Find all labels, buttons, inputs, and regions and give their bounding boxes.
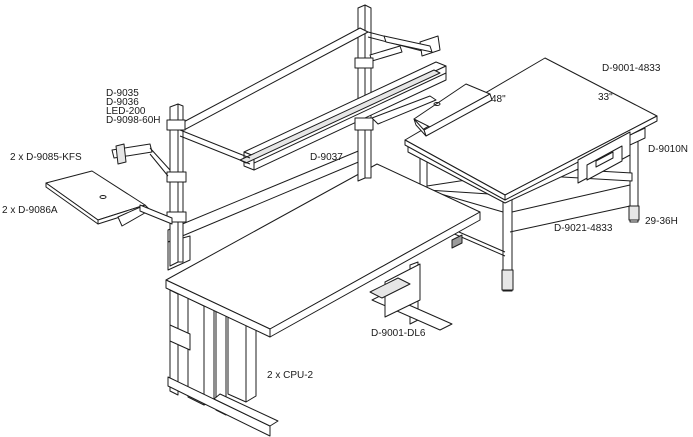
label-d9010n: D-9010N: [648, 144, 689, 155]
label-kfs: 2 x D-9085-KFS: [10, 152, 82, 163]
label-d9001-4833: D-9001-4833: [602, 63, 661, 74]
main-desk: [165, 146, 481, 437]
keyboard-tray-right-assembly: [383, 35, 493, 137]
keyboard-arm-assembly: [45, 143, 173, 227]
label-dim-48: 48": [491, 94, 506, 105]
overhead-frame: [166, 4, 447, 267]
label-d9001-dl6: D-9001-DL6: [371, 328, 426, 339]
cpu-holder-right: [227, 312, 247, 403]
label-led200: LED-200: [106, 106, 146, 117]
label-cpu2: 2 x CPU-2: [267, 370, 314, 381]
label-d9035: D-9035: [106, 88, 139, 99]
label-dim-height: 29-36H: [645, 216, 678, 227]
label-d9086a: 2 x D-9086A: [2, 205, 58, 216]
label-d9037: D-9037: [310, 152, 343, 163]
label-dim-33: 33": [598, 92, 613, 103]
label-d9021: D-9021-4833: [554, 223, 613, 234]
right-workbench: [404, 57, 658, 292]
label-d9036: D-9036: [106, 97, 139, 108]
label-d9098: D-9098-60H: [106, 115, 161, 126]
